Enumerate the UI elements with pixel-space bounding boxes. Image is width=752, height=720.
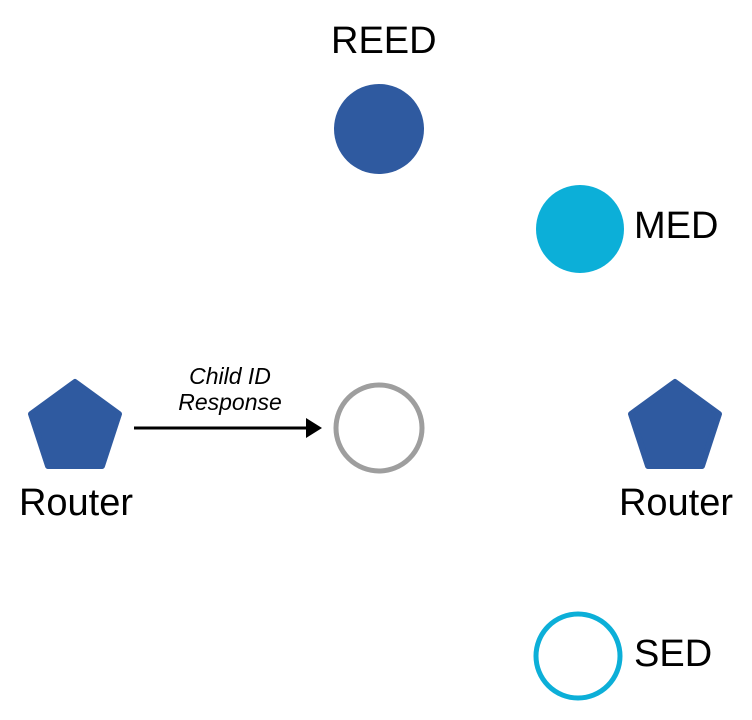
reed-node-label: REED (331, 20, 437, 62)
router-pentagon-icon (28, 379, 122, 469)
joining-circle-outline-icon (333, 382, 425, 474)
arrow-right-icon (134, 418, 322, 438)
sed-node-label: SED (634, 633, 713, 675)
sed-node[interactable] (531, 609, 625, 703)
med-node[interactable] (534, 184, 626, 274)
child-id-response-arrow (130, 410, 330, 450)
reed-node[interactable] (331, 83, 427, 175)
med-node-label: MED (634, 205, 719, 247)
router-right-node-label: Router (618, 482, 734, 524)
joining-node[interactable] (331, 381, 427, 475)
router-pentagon-icon (628, 379, 722, 469)
child-id-response-label-line1: Child ID (189, 363, 271, 389)
child-id-response-label: Child ID Response (150, 363, 310, 415)
med-circle-icon (536, 185, 624, 273)
router-left-node-label: Router (18, 482, 134, 524)
router-left-node[interactable] (28, 379, 123, 470)
sed-circle-outline-icon (533, 611, 623, 701)
router-right-node[interactable] (628, 379, 723, 470)
child-id-response-label-line2: Response (178, 389, 282, 415)
reed-circle-icon (334, 84, 424, 174)
